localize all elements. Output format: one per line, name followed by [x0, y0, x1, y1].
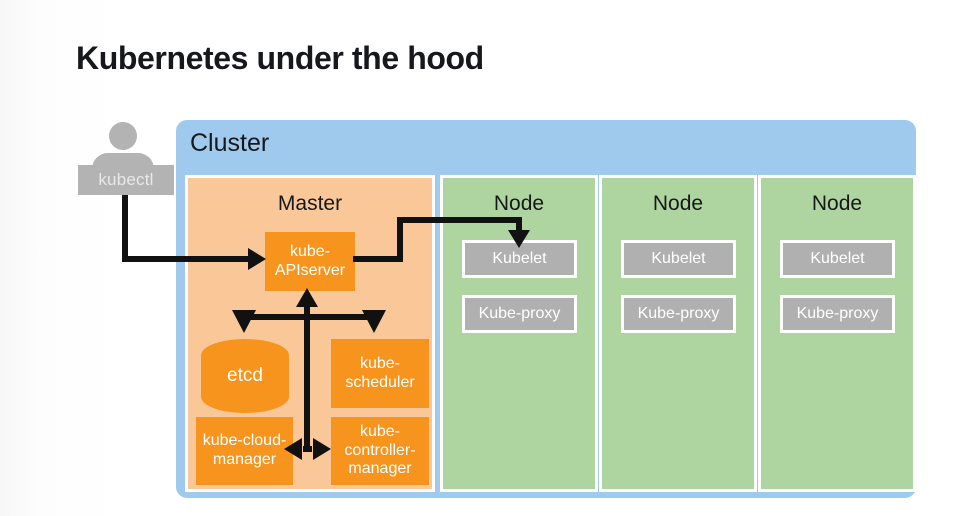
- node-panel-3-title: Node: [811, 192, 863, 215]
- node-3-component-kube-proxy[interactable]: Kube-proxy: [780, 295, 895, 333]
- cluster-container: Cluster Master kube-APIserver etcd kube-…: [176, 120, 916, 498]
- node-panel-2: Node Kubelet Kube-proxy: [599, 175, 757, 492]
- node-2-component-kube-proxy[interactable]: Kube-proxy: [621, 295, 736, 333]
- component-etcd[interactable]: etcd: [201, 339, 289, 413]
- node-3-component-kubelet[interactable]: Kubelet: [780, 240, 895, 278]
- node-panel-1-title: Node: [493, 192, 545, 215]
- node-1-component-kubelet[interactable]: Kubelet: [462, 240, 577, 278]
- page-title: Kubernetes under the hood: [76, 40, 484, 76]
- node-panel-3: Node Kubelet Kube-proxy: [758, 175, 916, 492]
- person-icon-head: [109, 122, 137, 150]
- component-kube-cloud-manager[interactable]: kube-cloud-manager: [196, 417, 293, 485]
- node-panel-2-title: Node: [652, 192, 704, 215]
- kubectl-label-box: [78, 165, 174, 195]
- kubectl-label: kubectl: [98, 170, 154, 189]
- cluster-title: Cluster: [190, 129, 270, 157]
- node-panel-1: Node Kubelet Kube-proxy: [440, 175, 598, 492]
- component-kube-apiserver[interactable]: kube-APIserver: [265, 232, 355, 291]
- node-2-component-kubelet[interactable]: Kubelet: [621, 240, 736, 278]
- node-1-component-kube-proxy[interactable]: Kube-proxy: [462, 295, 577, 333]
- component-kube-controller-manager[interactable]: kube-controller-manager: [331, 417, 429, 485]
- component-kube-scheduler[interactable]: kube-scheduler: [331, 339, 429, 408]
- master-panel-title: Master: [277, 192, 343, 215]
- master-panel: Master kube-APIserver etcd kube-schedule…: [185, 175, 435, 492]
- kubectl-actor: kubectl: [78, 122, 174, 196]
